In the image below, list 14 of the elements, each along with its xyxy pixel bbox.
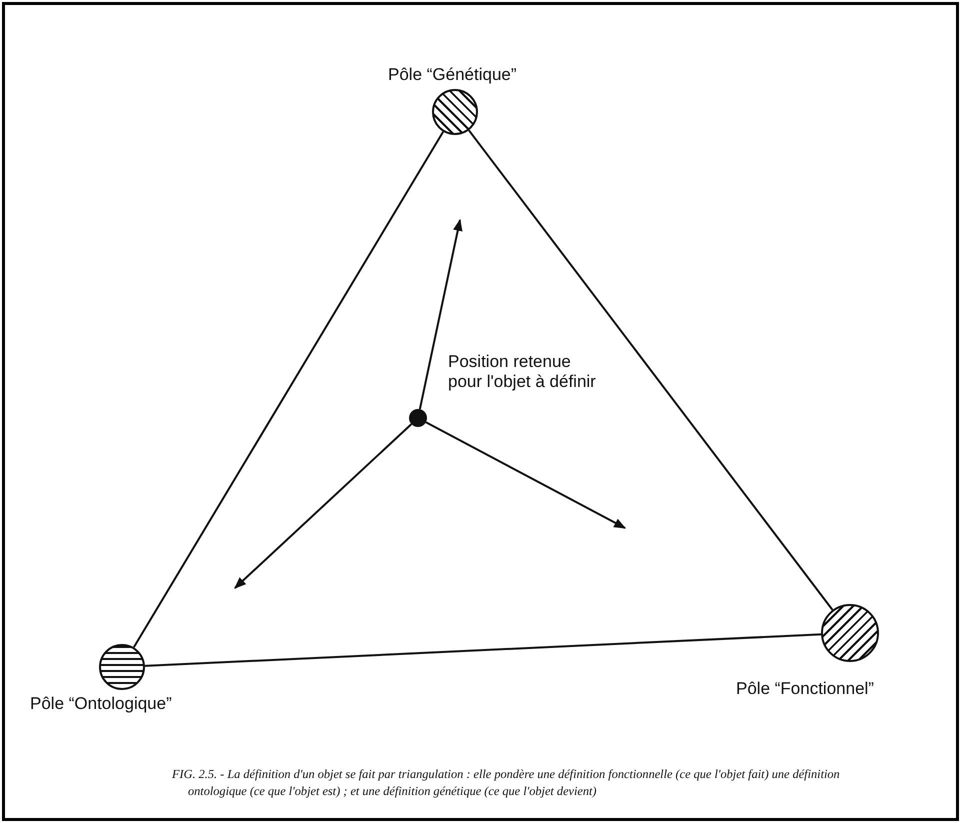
hatched-circle [432, 89, 478, 135]
pole-label: Pôle “Fonctionnel” [736, 679, 874, 700]
position-dot [409, 409, 427, 427]
pole-label: Pôle “Ontologique” [30, 694, 172, 714]
connector-line [144, 633, 822, 667]
arrow [418, 218, 462, 410]
connector-line [132, 131, 444, 648]
position-label: Position retenue pour l'objet à définir [448, 352, 597, 393]
figure-caption: FIG. 2.5. - La définition d'un objet se fait par triangulation : elle pondère une définition fonctionnelle (ce que l'objet fait) une définition ontologique (ce que l'objet est) ; et une définition génétique (ce que l'objet devient) [172, 766, 841, 800]
arrow [425, 421, 626, 529]
hatched-circle [99, 644, 145, 690]
pole-label: Pôle “Génétique” [388, 65, 517, 86]
connector-line [468, 130, 834, 610]
arrow [234, 423, 412, 589]
